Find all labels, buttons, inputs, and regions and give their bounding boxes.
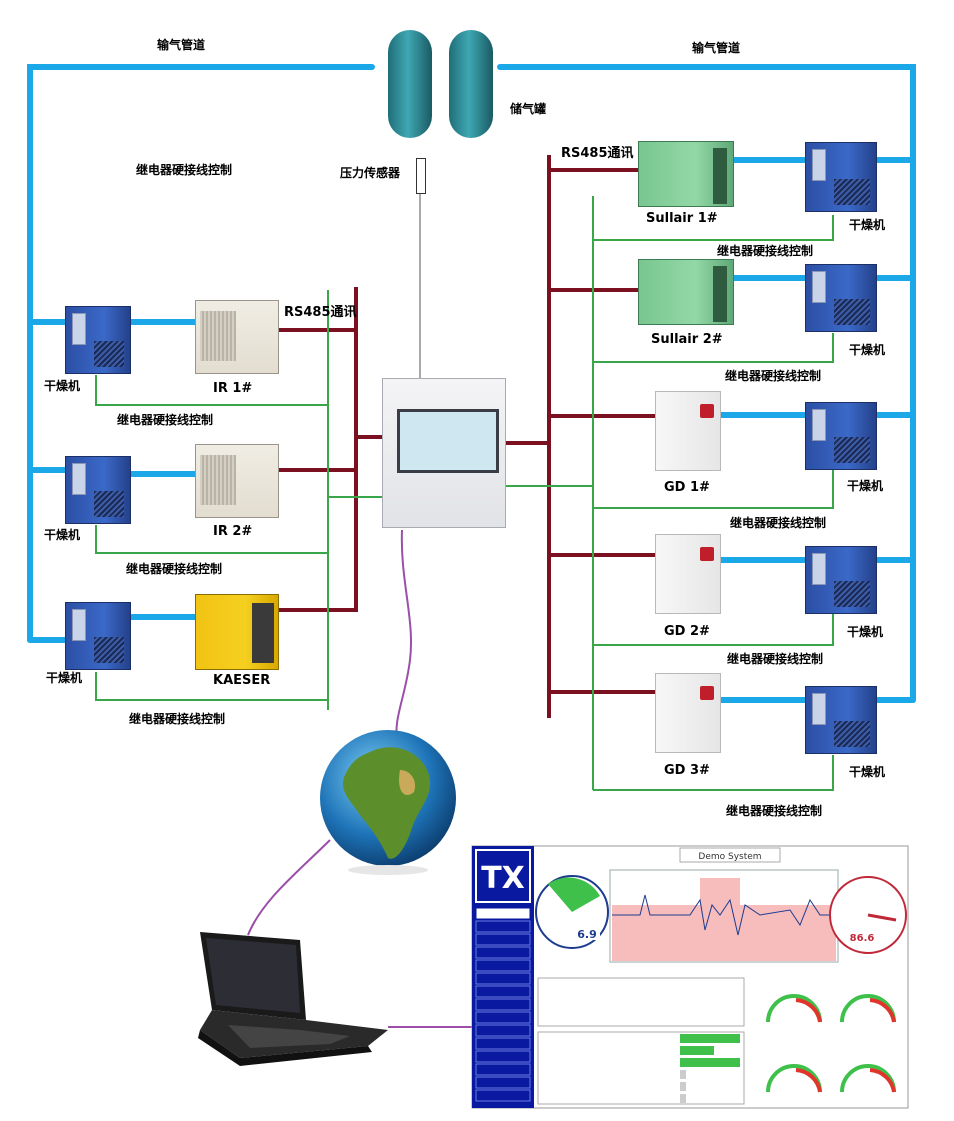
compressor-sullair2	[638, 259, 734, 325]
label-tank: 储气罐	[510, 102, 547, 116]
dryer-kaeser	[65, 602, 131, 670]
compressor-sullair1	[638, 141, 734, 207]
label-relay-sullair1: 继电器硬接线控制	[717, 244, 814, 258]
compressor-ir1	[195, 300, 279, 374]
svg-text:86.6: 86.6	[850, 933, 875, 944]
air-pipes	[27, 64, 916, 703]
pipe-left-main	[27, 64, 375, 643]
label-dryer-sullair2: 干燥机	[849, 343, 886, 357]
label-compressor-gd3: GD 3#	[664, 763, 710, 778]
label-relay-ir1: 继电器硬接线控制	[117, 413, 214, 427]
air-tank-left	[388, 30, 432, 138]
label-dryer-ir1: 干燥机	[44, 379, 81, 393]
dryer-ir1	[65, 306, 131, 374]
label-dryer-gd1: 干燥机	[847, 479, 884, 493]
dryer-gd1	[805, 402, 877, 470]
dryer-sullair1	[805, 142, 877, 212]
label-compressor-gd2: GD 2#	[664, 624, 710, 639]
label-relay-gd2: 继电器硬接线控制	[727, 652, 824, 666]
pipe-right-main	[497, 64, 916, 703]
compressor-gd3	[655, 673, 721, 753]
network-lines	[247, 529, 472, 1028]
central-controller	[382, 378, 506, 528]
label-sensor: 压力传感器	[340, 166, 401, 180]
label-pipe-right: 输气管道	[692, 41, 741, 55]
label-compressor-ir1: IR 1#	[213, 381, 253, 396]
controller-screen	[397, 409, 499, 473]
pressure-sensor	[416, 158, 426, 194]
label-rs485-left: RS485通讯	[284, 305, 357, 320]
relay-wires	[95, 196, 834, 791]
label-relay-top-left: 继电器硬接线控制	[136, 163, 233, 177]
label-rs485-right: RS485通讯	[561, 146, 634, 161]
dryer-gd2	[805, 546, 877, 614]
label-compressor-gd1: GD 1#	[664, 480, 710, 495]
svg-text:TX: TX	[481, 861, 525, 896]
label-compressor-sullair1: Sullair 1#	[646, 211, 718, 226]
label-dryer-gd3: 干燥机	[849, 765, 886, 779]
dryer-gd3	[805, 686, 877, 754]
label-compressor-ir2: IR 2#	[213, 524, 253, 539]
compressor-ir2	[195, 444, 279, 518]
compressor-gd2	[655, 534, 721, 614]
dryer-sullair2	[805, 264, 877, 332]
air-tank-right	[449, 30, 493, 138]
label-relay-ir2: 继电器硬接线控制	[126, 562, 223, 576]
svg-text:6.9: 6.9	[577, 928, 597, 941]
label-relay-kaeser: 继电器硬接线控制	[129, 712, 226, 726]
svg-text:Demo System: Demo System	[698, 852, 761, 862]
label-dryer-ir2: 干燥机	[44, 528, 81, 542]
label-dryer-sullair1: 干燥机	[849, 218, 886, 232]
compressor-kaeser	[195, 594, 279, 670]
label-compressor-sullair2: Sullair 2#	[651, 332, 723, 347]
laptop-icon	[198, 932, 388, 1066]
label-dryer-kaeser: 干燥机	[46, 671, 83, 685]
label-relay-gd1: 继电器硬接线控制	[730, 516, 827, 530]
label-pipe-left: 输气管道	[157, 38, 206, 52]
label-relay-sullair2: 继电器硬接线控制	[725, 369, 822, 383]
globe-icon	[320, 730, 456, 875]
compressor-gd1	[655, 391, 721, 471]
dryer-ir2	[65, 456, 131, 524]
rs485-bus	[278, 155, 655, 718]
label-relay-gd3: 继电器硬接线控制	[726, 804, 823, 818]
monitoring-screen-icon: TX 6.9 Demo System	[471, 845, 909, 1109]
label-dryer-gd2: 干燥机	[847, 625, 884, 639]
label-compressor-kaeser: KAESER	[213, 673, 271, 688]
